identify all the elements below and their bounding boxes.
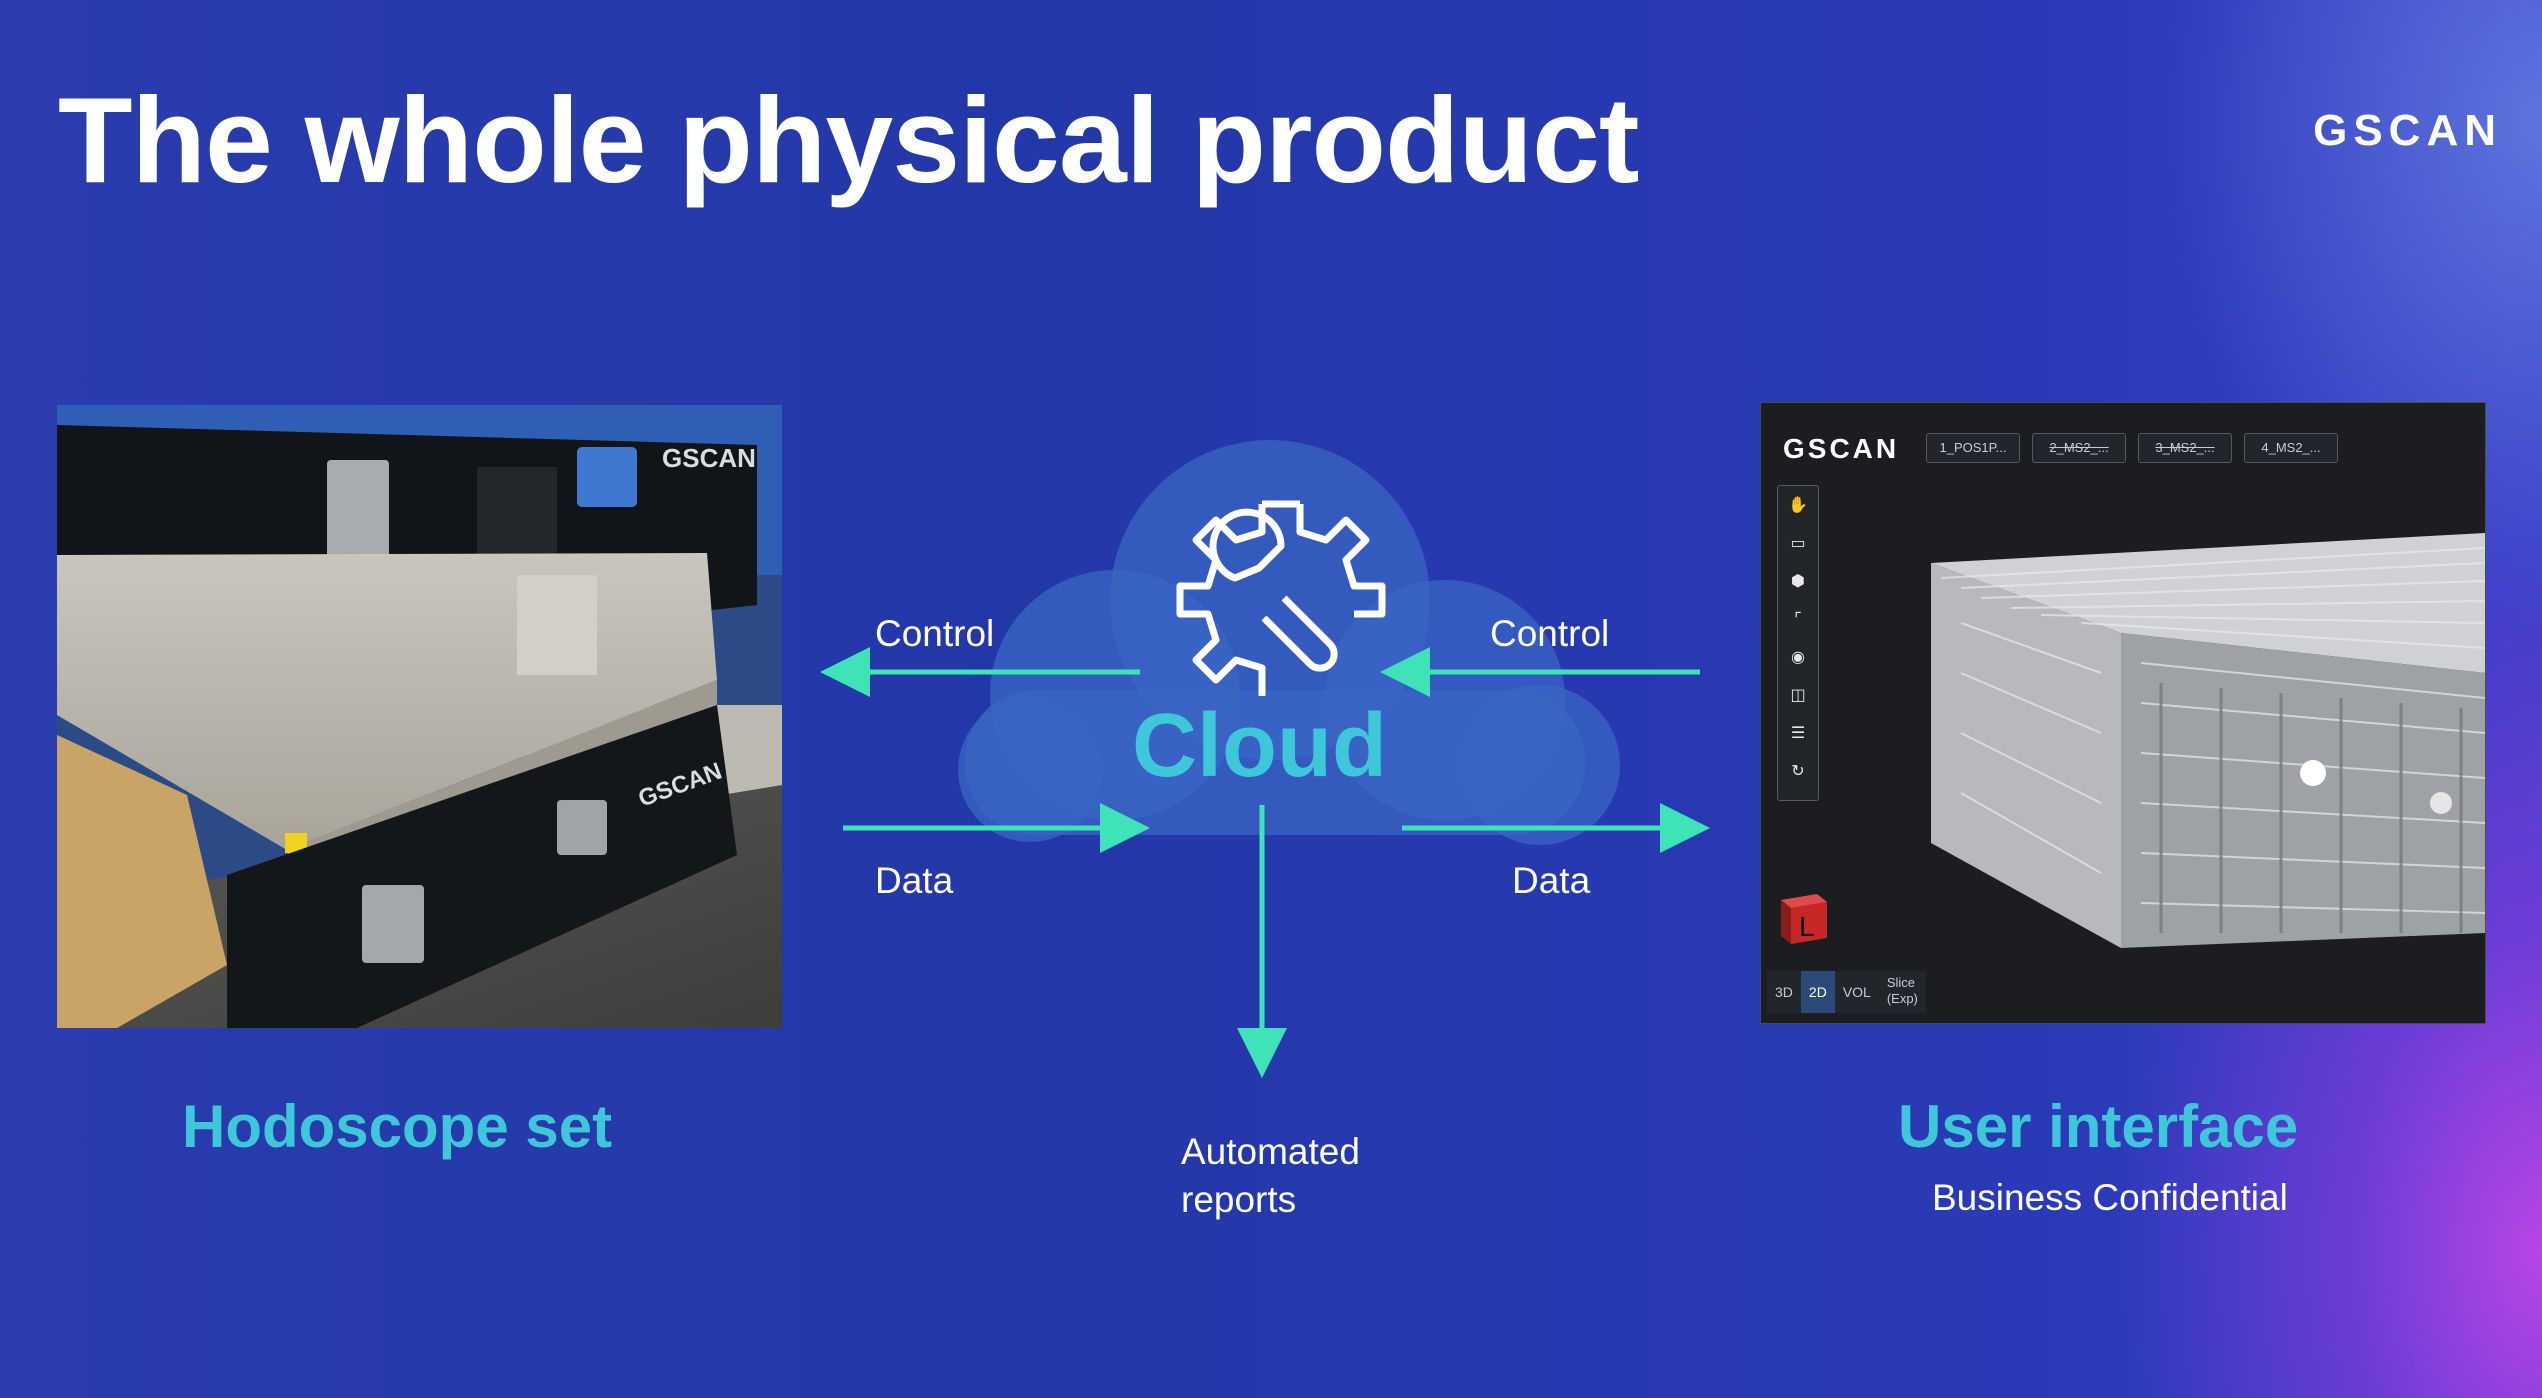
palette-icon[interactable]: ◉ xyxy=(1791,649,1805,666)
ui-tab-1[interactable]: 1_POS1P... xyxy=(1926,433,2020,463)
ui-3d-viewport[interactable] xyxy=(1901,503,2485,953)
orientation-cube-icon[interactable]: L xyxy=(1775,888,1833,946)
view-mode-slice-sub: (Exp) xyxy=(1886,991,1918,1006)
reports-line-2: reports xyxy=(1181,1179,1297,1220)
crop-icon[interactable]: ⌜ xyxy=(1794,611,1802,628)
view-mode-slice[interactable]: Slice(Exp) xyxy=(1878,971,1926,1013)
view-mode-vol[interactable]: VOL xyxy=(1834,971,1879,1013)
orientation-cube-label: L xyxy=(1799,911,1815,942)
hand-icon[interactable]: ✋ xyxy=(1788,497,1808,514)
hodoscope-photo: GSCAN GSCAN xyxy=(57,405,782,1028)
layers-icon[interactable]: ☰ xyxy=(1790,725,1806,742)
automated-reports-label: Automated reports xyxy=(1181,1128,1360,1224)
cloud-label: Cloud xyxy=(1132,696,1387,796)
view-mode-slice-label: Slice xyxy=(1886,975,1916,990)
cube-icon[interactable]: ⬢ xyxy=(1791,573,1805,590)
reports-line-1: Automated xyxy=(1181,1131,1360,1172)
ruler-icon[interactable]: ▭ xyxy=(1790,535,1806,552)
control-label-left: Control xyxy=(875,613,995,654)
view-mode-2d[interactable]: 2D xyxy=(1800,971,1835,1013)
confidential-note: Business Confidential xyxy=(1932,1177,2288,1218)
control-label-right: Control xyxy=(1490,613,1610,654)
contrast-icon[interactable]: ◫ xyxy=(1790,687,1806,704)
ui-app-logo: GSCAN xyxy=(1783,433,1900,464)
wrench-gear-icon xyxy=(1176,500,1386,696)
user-interface-screenshot: GSCAN 1_POS1P... 2_MS2_... 3_MS2_... 4_M… xyxy=(1760,402,2486,1024)
ui-tab-3[interactable]: 3_MS2_... xyxy=(2138,433,2232,463)
data-label-right: Data xyxy=(1512,860,1591,901)
ui-toolbar: ✋ ▭ ⬢ ⌜ ◉ ◫ ☰ ↻ xyxy=(1777,485,1819,801)
view-mode-3d[interactable]: 3D xyxy=(1767,971,1801,1013)
reset-icon[interactable]: ↻ xyxy=(1791,763,1805,780)
slide-title: The whole physical product xyxy=(58,72,1640,208)
device-logo-top: GSCAN xyxy=(662,443,756,473)
hodoscope-label: Hodoscope set xyxy=(182,1093,613,1160)
brand-logo: GSCAN xyxy=(2313,106,2502,155)
data-label-left: Data xyxy=(875,860,954,901)
user-interface-label: User interface xyxy=(1898,1093,2299,1160)
ui-tab-4[interactable]: 4_MS2_... xyxy=(2244,433,2338,463)
ui-tab-2[interactable]: 2_MS2_... xyxy=(2032,433,2126,463)
